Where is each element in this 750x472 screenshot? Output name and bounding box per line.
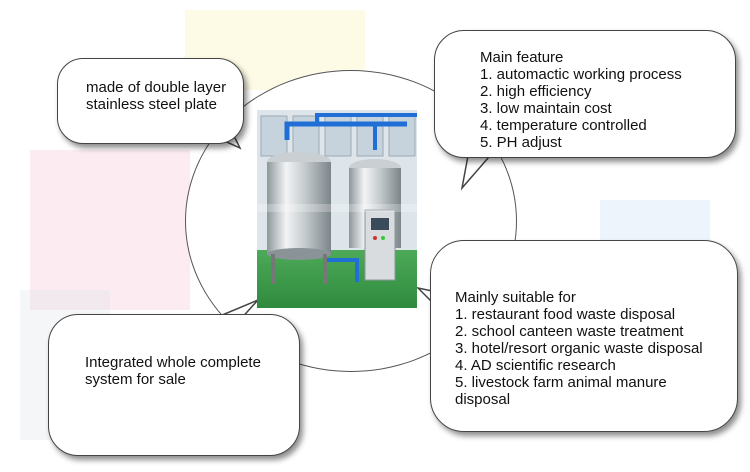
integrated-line-1: Integrated whole complete	[85, 354, 261, 371]
suitable-item-4: 4. AD scientific research	[455, 357, 616, 374]
main-feature-item-1: 1. automactic working process	[480, 66, 682, 83]
integrated-line-2: system for sale	[85, 371, 186, 388]
main-feature-title: Main feature	[480, 49, 564, 66]
main-feature-item-3: 3. low maintain cost	[480, 100, 612, 117]
main-feature-item-5: 5. PH adjust	[480, 134, 562, 151]
suitable-item-2: 2. school canteen waste treatment	[455, 323, 684, 340]
suitable-item-5-cont: disposal	[455, 391, 511, 408]
bg-square-pink	[30, 150, 190, 310]
bubble-main-feature: Main feature 1. automactic working proce…	[434, 30, 736, 158]
machine-photo	[257, 110, 417, 308]
suitable-item-3: 3. hotel/resort organic waste disposal	[455, 340, 703, 357]
material-line-1: made of double layer	[86, 79, 227, 96]
bubble-material: made of double layer stainless steel pla…	[57, 58, 244, 144]
suitable-item-1: 1. restaurant food waste disposal	[455, 306, 676, 323]
machine-illustration	[257, 110, 417, 308]
bubble-suitable-for: Mainly suitable for 1. restaurant food w…	[430, 240, 738, 432]
suitable-item-5: 5. livestock farm animal manure	[455, 374, 667, 391]
suitable-title: Mainly suitable for	[455, 289, 576, 306]
bubble-integrated-system: Integrated whole complete system for sal…	[48, 314, 300, 456]
main-feature-item-4: 4. temperature controlled	[480, 117, 647, 134]
main-feature-item-2: 2. high efficiency	[480, 83, 592, 100]
material-line-2: stainless steel plate	[86, 96, 217, 113]
